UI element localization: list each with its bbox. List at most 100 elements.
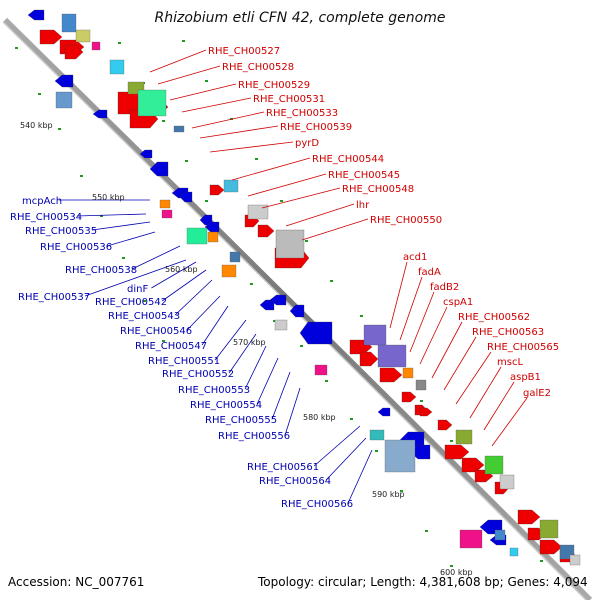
scale-label: 540 kbp [20, 121, 53, 130]
tick-mark [143, 300, 146, 302]
gene-label: RHE_CH00556 [218, 431, 290, 442]
gene-label: cspA1 [443, 297, 473, 308]
leader-line [161, 269, 207, 302]
gene-label: RHE_CH00555 [205, 415, 277, 426]
scale-label: 570 kbp [233, 338, 266, 347]
tick-mark [205, 200, 208, 202]
leader-line [285, 203, 355, 227]
feature-block [369, 429, 385, 441]
leader-line [455, 351, 492, 405]
scale-label: 560 kbp [165, 265, 198, 274]
forward-gene [461, 457, 485, 473]
forward-gene [359, 351, 379, 367]
reverse-gene [139, 149, 153, 159]
gene-label: RHE_CH00545 [328, 170, 400, 181]
gene-label: RHE_CH00534 [10, 212, 82, 223]
tick-mark [325, 380, 328, 382]
gene-label: RHE_CH00553 [178, 385, 250, 396]
tick-mark [280, 200, 283, 202]
leader-line [231, 157, 311, 181]
leader-line [409, 291, 435, 353]
tick-mark [360, 315, 363, 317]
leader-line [201, 305, 229, 346]
feature-block [159, 199, 171, 209]
gene-label: RHE_CH00552 [162, 369, 234, 380]
leader-line [157, 65, 221, 85]
tick-mark [300, 345, 303, 347]
leader-line [77, 213, 147, 217]
gene-label: fadA [418, 267, 441, 278]
leader-line [271, 371, 291, 420]
forward-gene [257, 224, 275, 238]
gene-label: fadB2 [430, 282, 459, 293]
gene-label: mcpAch [22, 196, 62, 207]
feature-block [539, 519, 559, 539]
tick-mark [375, 450, 378, 452]
tick-mark [540, 560, 543, 562]
gene-label: pyrD [295, 138, 319, 149]
leader-line [228, 333, 257, 374]
leader-line [191, 111, 265, 129]
gene-label: RHE_CH00537 [18, 292, 90, 303]
gene-label: acd1 [403, 252, 427, 263]
leader-line [209, 141, 294, 153]
feature-block [484, 455, 504, 475]
reverse-gene [299, 321, 333, 345]
leader-line [244, 345, 267, 390]
forward-gene [437, 419, 453, 431]
leader-line [199, 125, 279, 139]
gene-label: RHE_CH00561 [247, 462, 319, 473]
reverse-gene [179, 191, 193, 203]
gene-label: RHE_CH00550 [370, 215, 442, 226]
leader-line [174, 279, 213, 316]
feature-block [499, 474, 515, 490]
gene-label: RHE_CH00546 [120, 326, 192, 337]
gene-label: lhr [356, 200, 370, 211]
feature-block [509, 547, 519, 557]
gene-label: RHE_CH00565 [487, 342, 559, 353]
forward-gene [539, 539, 563, 555]
scale-label: 600 kbp [440, 568, 473, 577]
feature-block [274, 319, 288, 331]
tick-mark [15, 47, 18, 49]
gene-label: dinF [127, 284, 148, 295]
leader-line [256, 357, 279, 405]
gene-label: RHE_CH00533 [266, 108, 338, 119]
leader-line [247, 173, 327, 197]
leader-line [169, 83, 237, 101]
scale-label: 550 kbp [92, 193, 125, 202]
forward-gene [444, 444, 470, 460]
feature-block [173, 125, 185, 133]
feature-block [223, 179, 239, 193]
leader-line [431, 321, 463, 379]
gene-label: RHE_CH00531 [253, 94, 325, 105]
gene-label: RHE_CH00562 [458, 312, 530, 323]
gene-features [27, 9, 581, 566]
feature-block [363, 324, 387, 346]
forward-gene [517, 509, 541, 525]
reverse-gene [149, 161, 169, 177]
gene-label: RHE_CH00548 [342, 184, 414, 195]
gene-label: aspB1 [510, 372, 541, 383]
leader-line [389, 261, 408, 329]
gene-label: RHE_CH00529 [238, 80, 310, 91]
gene-label: RHE_CH00554 [190, 400, 262, 411]
feature-block [275, 229, 305, 259]
gene-label: RHE_CH00535 [25, 226, 97, 237]
tick-mark [425, 530, 428, 532]
map-title: Rhizobium etli CFN 42, complete genome [154, 10, 446, 26]
scale-label: 590 kbp [372, 490, 405, 499]
feature-block [221, 264, 237, 278]
tick-mark [450, 440, 453, 442]
feature-block [569, 554, 581, 566]
leader-line [347, 449, 373, 504]
leader-line [181, 97, 252, 113]
reverse-gene [289, 304, 305, 318]
leader-line [483, 381, 515, 431]
leader-line [214, 319, 247, 361]
gene-label: mscL [497, 357, 523, 368]
feature-block [91, 41, 101, 51]
gene-label: RHE_CH00542 [95, 297, 167, 308]
